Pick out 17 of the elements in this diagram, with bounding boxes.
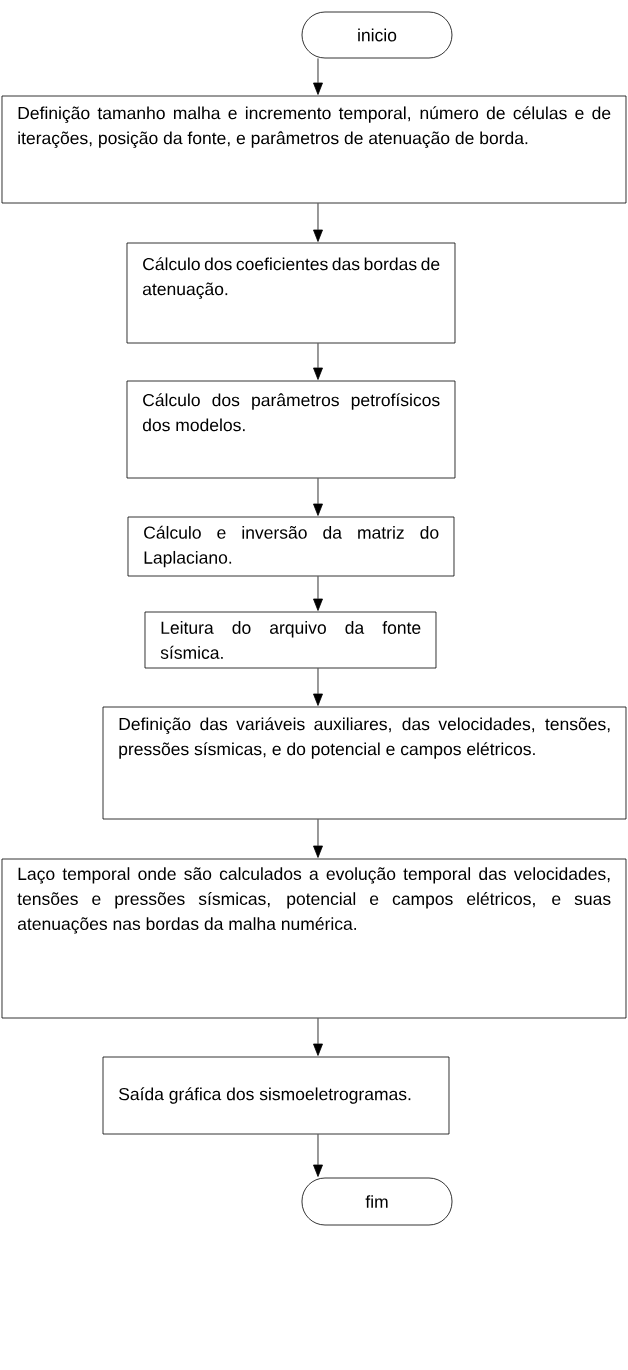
process-box: Laço temporal onde são calculados a evolução temporal das velocidades, tensões e pressões sísmicas, potencial e campos elétricos, e suas atenuações nas bordas da malha numérica.: [1, 858, 627, 1019]
arrow: [313, 343, 323, 380]
process-box: Cálculo dos parâmetros petrofísicos dos modelos.: [126, 380, 456, 479]
process-box: Definição tamanho malha e incremento temporal, número de células e de iterações, posição da fonte, e parâmetros de atenuação de borda.: [1, 95, 627, 204]
process-box: Cálculo e inversão da matriz do Laplaciano.: [127, 516, 455, 577]
arrow: [313, 478, 323, 516]
arrow: [313, 58, 323, 95]
process-box: Cálculo dos coeficientes das bordas de atenuação.: [126, 242, 456, 344]
process-box: Saída gráfica dos sismoeletrogramas.: [102, 1056, 450, 1135]
process-box: Leitura do arquivo da fonte sísmica.: [144, 611, 437, 669]
arrow: [313, 203, 323, 242]
arrow: [313, 576, 323, 611]
process-box: Definição das variáveis auxiliares, das velocidades, tensões, pressões sísmicas, e do potencial e campos elétricos.: [102, 706, 627, 820]
arrow: [313, 819, 323, 858]
arrow: [313, 1018, 323, 1056]
arrow: [313, 668, 323, 706]
arrow: [313, 1134, 323, 1177]
